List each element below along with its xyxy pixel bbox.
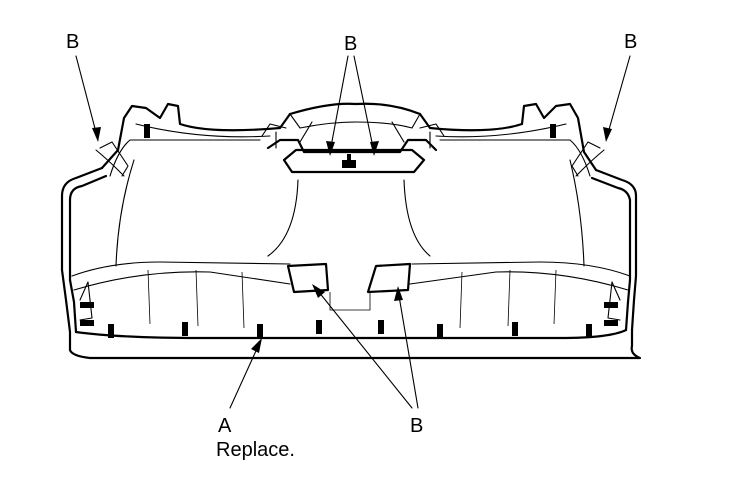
callout-b-top-right: B	[624, 31, 637, 53]
panel-contours	[71, 159, 631, 329]
callout-labels: B B B B A Replace.	[66, 31, 637, 461]
clip-marks	[80, 124, 618, 338]
callout-a: A	[218, 415, 232, 437]
callout-b-bottom: B	[410, 415, 423, 437]
leader-lines	[75, 55, 631, 409]
callout-b-top-center: B	[344, 33, 357, 55]
trim-panel-body	[60, 102, 642, 360]
side-tabs	[95, 141, 605, 177]
callout-b-top-left: B	[66, 31, 79, 53]
center-bracket	[261, 121, 445, 174]
callout-a-note: Replace.	[216, 439, 295, 461]
lower-pockets	[286, 262, 412, 294]
